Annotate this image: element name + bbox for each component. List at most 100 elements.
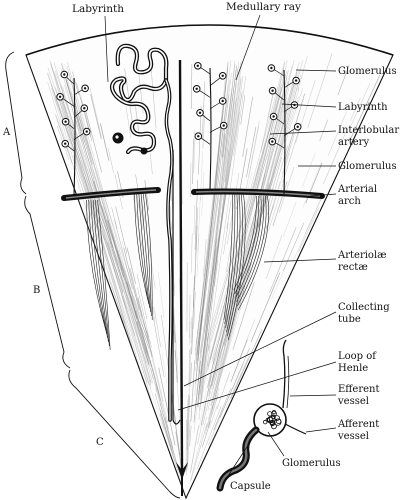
- label-interlobular-1: Interlobular: [338, 125, 399, 136]
- label-arterial-arch-2: arch: [338, 196, 361, 207]
- glomerulus-core: [197, 135, 200, 138]
- glomerulus-core: [294, 79, 298, 82]
- leader-glomerulus-3: [267, 431, 285, 457]
- hatch-stroke: [247, 158, 261, 216]
- hatch-stroke: [154, 393, 174, 454]
- hatch-stroke: [55, 114, 73, 164]
- arteriola-recta: [143, 193, 152, 317]
- capillary-loop: [274, 418, 282, 426]
- arteriola-recta: [227, 193, 243, 337]
- proximal-tubule-exit: [216, 426, 260, 492]
- capillary-loop: [271, 410, 277, 417]
- hatch-stroke: [213, 408, 224, 431]
- ray-stroke: [61, 69, 152, 387]
- hatch-stroke: [126, 247, 136, 284]
- proximal-tubule-exit-inner: [218, 428, 258, 490]
- ray-stroke: [195, 61, 229, 383]
- ray-stroke: [207, 67, 285, 388]
- hatch-stroke: [108, 278, 125, 324]
- hatch-stroke: [88, 169, 101, 207]
- leader-capsule: [227, 435, 255, 477]
- hatch-stroke: [135, 174, 145, 230]
- arteriola-recta: [236, 195, 264, 303]
- hatch-stroke: [302, 152, 316, 188]
- hatch-stroke: [135, 310, 149, 359]
- hatch-stroke: [199, 343, 208, 400]
- hatch-stroke: [239, 171, 252, 233]
- hatch-stroke: [153, 306, 162, 348]
- arteriola-recta: [223, 193, 233, 321]
- hatch-stroke: [146, 330, 164, 402]
- hatch-stroke: [242, 96, 254, 157]
- arterial-arch-left-inner: [65, 189, 157, 199]
- loop-of-henle: [172, 150, 181, 425]
- glomerulus-core: [85, 130, 88, 133]
- ray-stroke: [53, 62, 149, 365]
- hatch-stroke: [351, 83, 370, 125]
- arteriola-recta: [237, 195, 270, 311]
- label-efferent-2: vessel: [337, 396, 369, 407]
- hatch-stroke: [205, 405, 214, 431]
- hatch-stroke: [322, 128, 348, 185]
- text-labels: Labyrinth Medullary ray Glomerulus Labyr…: [72, 1, 399, 492]
- hatch-stroke: [107, 219, 125, 278]
- hatch-stroke: [140, 189, 151, 258]
- ray-stroke: [194, 80, 226, 396]
- ray-stroke: [199, 78, 242, 384]
- ray-stroke: [199, 90, 243, 359]
- hatch-stroke: [200, 375, 212, 426]
- arteriola-recta: [90, 199, 108, 339]
- hatch-stroke: [236, 148, 248, 209]
- hatch-stroke: [107, 242, 124, 293]
- hatch-stroke: [84, 177, 105, 241]
- label-glomerulus-3: Glomerulus: [282, 458, 341, 469]
- hatch-stroke: [188, 346, 192, 412]
- leader-efferent-vessel: [289, 394, 337, 397]
- hatch-stroke: [201, 81, 206, 140]
- glomerulus-detail: [216, 339, 307, 492]
- hatch-stroke: [203, 385, 210, 411]
- ray-stroke: [67, 61, 153, 371]
- hatch-stroke: [229, 101, 235, 137]
- capillary-loop: [263, 419, 268, 425]
- ray-stroke: [64, 69, 153, 349]
- hatch-stroke: [203, 274, 211, 333]
- hatch-stroke: [307, 53, 333, 128]
- arterial-arches: [61, 187, 325, 201]
- hatch-stroke: [125, 106, 132, 138]
- bracket-c: [68, 369, 181, 499]
- hatch-stroke: [189, 425, 192, 447]
- label-collecting-2: tube: [338, 314, 361, 325]
- hatch-stroke: [200, 345, 211, 404]
- glomerulus-core: [83, 87, 87, 90]
- ray-stroke: [209, 65, 293, 361]
- hatch-stroke: [149, 152, 153, 175]
- hatch-stroke: [189, 416, 207, 484]
- capillary-loop: [268, 415, 276, 423]
- hatch-stroke: [196, 406, 222, 470]
- hatch-stroke: [193, 381, 201, 433]
- ray-stroke: [51, 84, 149, 341]
- arteriola-recta: [95, 199, 110, 347]
- hatch-stroke: [349, 74, 381, 141]
- ray-stroke: [209, 81, 291, 383]
- glomerulus-core: [64, 120, 67, 123]
- ray-stroke: [197, 98, 237, 408]
- hatch-stroke: [209, 405, 218, 428]
- hatch-stroke: [219, 347, 250, 419]
- glomerulus-core: [83, 107, 86, 110]
- hatch-stroke: [145, 343, 161, 401]
- ray-stroke: [66, 65, 153, 384]
- glomerulus-core: [63, 142, 67, 145]
- leader-collecting-tube: [183, 311, 337, 387]
- hatch-stroke: [283, 222, 305, 272]
- ray-stroke: [198, 69, 238, 395]
- hatch-stroke: [223, 222, 229, 255]
- hatch-stroke: [298, 207, 320, 253]
- hatch-stroke: [199, 332, 209, 395]
- hatch-stroke: [136, 321, 150, 366]
- hatch-stroke: [349, 97, 361, 122]
- collecting-system: [172, 59, 188, 496]
- arteriola-recta: [225, 193, 238, 329]
